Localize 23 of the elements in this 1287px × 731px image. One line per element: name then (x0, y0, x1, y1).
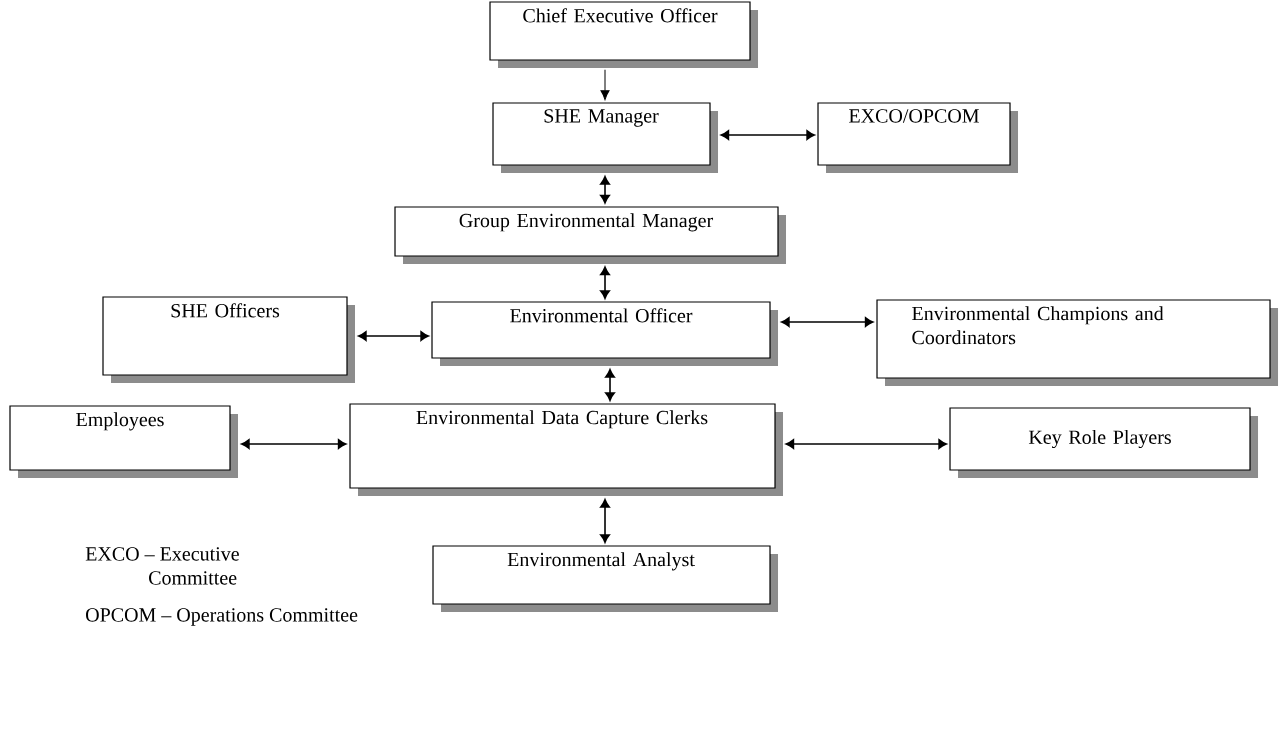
org-box: Chief Executive Officer (489, 1, 758, 68)
org-box: Environmental Data Capture Clerks (349, 403, 783, 496)
arrow (720, 130, 815, 140)
note: EXCO – Executive Committee (85, 547, 239, 585)
org-box: Environmental Analyst (432, 545, 778, 612)
arrow (605, 369, 615, 401)
org-box: Environmental Champions and Coordinators (876, 299, 1278, 386)
arrow (600, 266, 610, 299)
org-box: SHE Manager (492, 102, 718, 173)
org-box: Employees (9, 405, 238, 478)
org-box: Group Environmental Manager (394, 206, 786, 264)
arrow (600, 69, 610, 101)
org-box: EXCO/OPCOM (817, 102, 1018, 173)
note: OPCOM – Operations Committee (86, 608, 358, 626)
org-box: Environmental Officer (431, 301, 778, 366)
arrow (785, 439, 947, 449)
org-box: Key Role Players (949, 407, 1258, 478)
arrow (600, 176, 610, 204)
arrow (241, 439, 347, 449)
arrow (781, 317, 874, 327)
arrow (600, 499, 610, 543)
arrow (358, 331, 429, 341)
org-box: SHE Officers (102, 296, 355, 383)
